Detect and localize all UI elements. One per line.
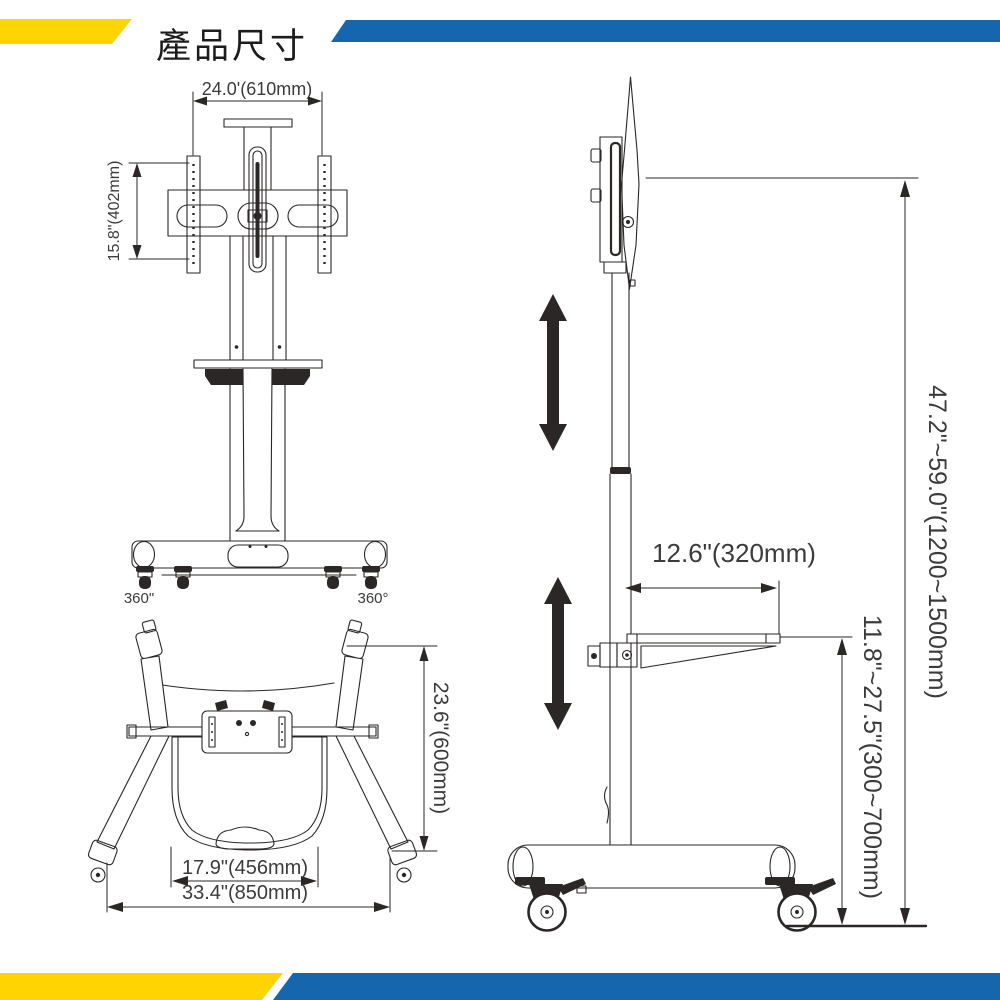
top-depth-label: 23.6"(600mm) [429, 682, 452, 814]
front-bracket-height-label: 15.8"(402mm) [106, 161, 123, 262]
header-blue-bar [331, 20, 1000, 42]
top-front-left-leg [87, 735, 170, 883]
front-caster-4 [362, 566, 380, 589]
side-shelf-depth-label: 12.6"(320mm) [652, 538, 816, 568]
front-mount-assembly [167, 118, 348, 362]
front-caster-3 [324, 566, 342, 589]
top-depth-dimension: 23.6"(600mm) [346, 645, 452, 852]
height-adjust-arrow-icon [539, 294, 567, 451]
top-base-width-label: 33.4"(850mm) [182, 882, 308, 904]
front-bracket-height-dimension: 15.8"(402mm) [106, 161, 190, 262]
front-caster-right-rotation-label: 360° [357, 590, 388, 607]
top-shelf [171, 736, 328, 851]
front-width-label: 24.0'(610mm) [202, 79, 312, 99]
side-height-range-label: 47.2"~59.0"(1200~1500mm) [923, 385, 951, 699]
top-front-right-leg [335, 735, 418, 883]
footer-banner [0, 973, 1000, 1000]
side-column [603, 272, 636, 846]
footer-yellow-bar [0, 973, 283, 1000]
top-base-width-dimension: 33.4"(850mm) [106, 857, 391, 913]
side-tv-panel [590, 76, 640, 290]
front-caster-left-rotation-label: 360" [124, 590, 154, 607]
front-lower-column [229, 368, 286, 542]
side-caster-front [515, 877, 586, 932]
top-rear-left-leg [135, 619, 169, 731]
side-view: 12.6"(320mm) [507, 76, 951, 932]
side-shelf-height-range-label: 11.8"~27.5"(300~700mm) [858, 615, 886, 899]
header-yellow-bar [0, 19, 132, 44]
side-shelf-depth-dimension: 12.6"(320mm) [625, 538, 816, 637]
front-shelf [193, 359, 323, 385]
side-height-dimension: 47.2"~59.0"(1200~1500mm) [645, 177, 951, 925]
front-caster-1 [136, 566, 154, 589]
side-shelf-height-dimension: 11.8"~27.5"(300~700mm) [837, 615, 886, 925]
top-view: 23.6"(600mm) 17.9"(456mm) 33.4"(850mm) [87, 619, 452, 913]
front-caster-2 [174, 566, 192, 589]
header-banner [0, 19, 1000, 44]
top-shelf-width-label: 17.9"(456mm) [182, 857, 308, 879]
front-base [131, 540, 388, 589]
page-title: 產品尺寸 [156, 27, 309, 66]
side-shelf [587, 633, 853, 669]
top-bracket-plate [201, 700, 293, 754]
shelf-adjust-arrow-icon [544, 577, 572, 730]
front-view: 24.0'(610mm) [106, 79, 389, 607]
top-shelf-width-dimension: 17.9"(456mm) [170, 846, 319, 888]
top-rear-right-leg [335, 619, 369, 731]
side-caster-rear [765, 877, 836, 932]
front-width-dimension: 24.0'(610mm) [192, 79, 323, 156]
footer-blue-bar [273, 973, 1000, 1000]
